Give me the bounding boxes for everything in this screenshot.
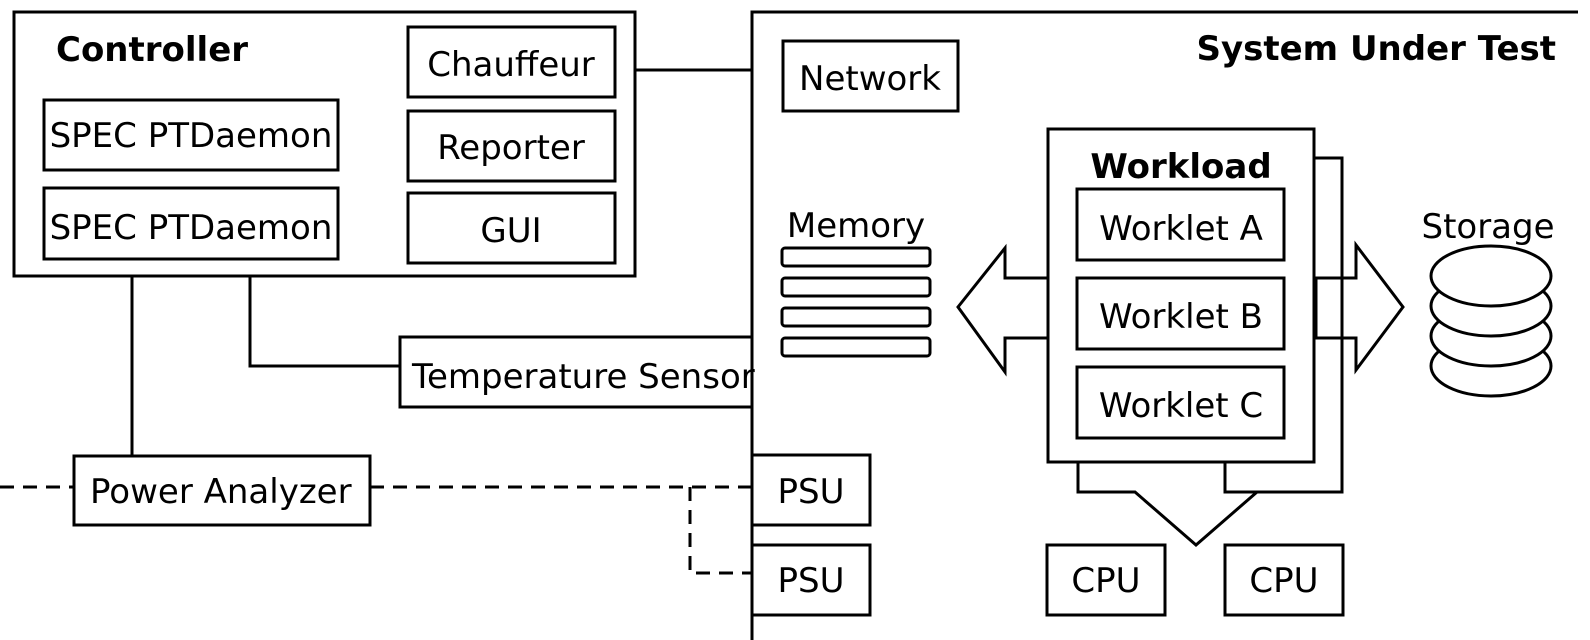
cpu-box-1 [1045, 543, 1167, 617]
cpu-label-2: CPU [1249, 561, 1318, 601]
worklet-b-label: Worklet B [1099, 297, 1263, 337]
workload-to-cpu-arrow [1076, 460, 1262, 547]
network-label: Network [799, 59, 941, 99]
gui-box [406, 191, 617, 265]
memory-label: Memory [787, 206, 925, 246]
chauffeur-box [406, 25, 617, 99]
reporter-box [406, 109, 617, 183]
memory-module-icon [780, 276, 932, 298]
worklet-a-box [1075, 187, 1286, 262]
temperature-sensor-label: Temperature Sensor [411, 357, 755, 397]
controller-title: Controller [56, 30, 248, 70]
chauffeur-label: Chauffeur [427, 45, 595, 85]
memory-module-icon [780, 306, 932, 328]
sut-group: System Under Test Network Memory Workloa… [750, 10, 1578, 640]
workload-to-storage-arrow [1314, 240, 1405, 375]
reporter-label: Reporter [437, 128, 585, 168]
memory-module-icon [780, 246, 932, 268]
power-analyzer-box [72, 454, 372, 527]
power-analyzer-label: Power Analyzer [90, 472, 352, 512]
psu-label-2: PSU [778, 561, 845, 601]
ptdaemon-box-1 [42, 98, 340, 172]
worklet-c-box [1075, 365, 1286, 440]
controller-temperature-connector [248, 276, 400, 368]
memory-group: Memory [780, 206, 932, 358]
ptdaemon-label-1: SPEC PTDaemon [50, 116, 333, 156]
storage-disk-icon [1429, 244, 1553, 308]
workload-to-memory-arrow [956, 243, 1050, 377]
worklet-a-label: Worklet A [1099, 209, 1263, 249]
cpu-box-2 [1223, 543, 1345, 617]
psu-box-2 [750, 543, 872, 617]
cpu-label-1: CPU [1071, 561, 1140, 601]
workload-frame-line [1225, 156, 1344, 494]
ptdaemon-label-2: SPEC PTDaemon [50, 208, 333, 248]
power-analyzer-psu2-dashed-line [688, 487, 752, 575]
storage-label: Storage [1421, 207, 1554, 247]
temperature-sensor-box [398, 335, 754, 409]
worklet-c-label: Worklet C [1099, 386, 1263, 426]
worklet-b-box [1075, 276, 1286, 351]
ptdaemon-box-2 [42, 186, 340, 261]
memory-module-icon [780, 336, 932, 358]
psu-label-1: PSU [778, 472, 845, 512]
workload-title: Workload [1090, 147, 1271, 187]
sut-title: System Under Test [1196, 29, 1556, 69]
controller-group: Controller SPEC PTDaemon SPEC PTDaemon C… [12, 10, 637, 278]
storage-group: Storage [1421, 207, 1555, 398]
psu-box-1 [750, 453, 872, 527]
network-box [781, 39, 960, 113]
sut-frame [750, 10, 1578, 640]
gui-label: GUI [480, 211, 541, 251]
